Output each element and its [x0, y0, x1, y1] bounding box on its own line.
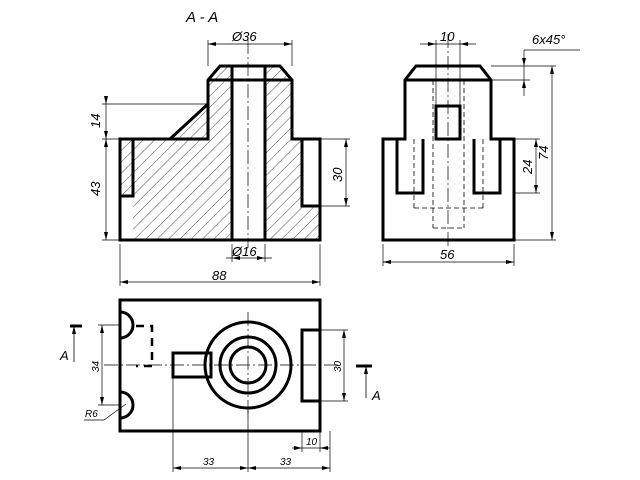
dim-r6: R6 [85, 409, 98, 420]
section-hatch-left [120, 66, 232, 240]
side-dimensions: 10 6x45° 24 74 56 [382, 29, 580, 266]
dim-43: 43 [88, 181, 103, 196]
section-view-a-a: A - A [118, 9, 322, 248]
plan-hidden-slot [136, 324, 154, 368]
section-dimensions: Ø36 14 43 30 Ø16 88 [88, 29, 350, 286]
section-hatch-right [265, 66, 320, 240]
dim-30-plan: 30 [333, 360, 344, 372]
dim-74: 74 [536, 146, 551, 160]
section-mark-left: A [59, 348, 69, 363]
right-slot [300, 137, 320, 208]
section-mark-right: A [371, 388, 381, 403]
rib-edge [168, 102, 210, 141]
plan-notch-bottom [119, 390, 135, 420]
dim-24: 24 [520, 160, 535, 175]
side-outline [381, 64, 516, 242]
dim-33-right: 33 [280, 457, 292, 468]
dim-10-plan: 10 [306, 437, 318, 448]
dim-34: 34 [91, 360, 102, 372]
side-slot-left [395, 139, 425, 195]
section-outline [118, 64, 322, 242]
plan-right-slot [300, 328, 322, 403]
side-slot-right [472, 139, 502, 195]
plan-dimensions: 34 R6 30 10 33 33 [84, 324, 348, 472]
plan-view [104, 298, 340, 433]
dim-chamfer: 6x45° [532, 32, 565, 47]
section-markers: A A [59, 324, 381, 403]
dim-33-left: 33 [203, 457, 215, 468]
dim-dia16: Ø16 [231, 244, 257, 259]
dim-56: 56 [440, 247, 455, 262]
section-title: A - A [185, 9, 218, 26]
plan-notch-top [119, 310, 135, 340]
left-slot [120, 137, 135, 198]
dim-30-front: 30 [330, 167, 345, 182]
dim-10-top: 10 [440, 29, 455, 44]
dim-88: 88 [212, 268, 227, 283]
dim-14: 14 [88, 114, 103, 128]
dim-dia36: Ø36 [231, 29, 257, 44]
side-view [381, 34, 516, 248]
